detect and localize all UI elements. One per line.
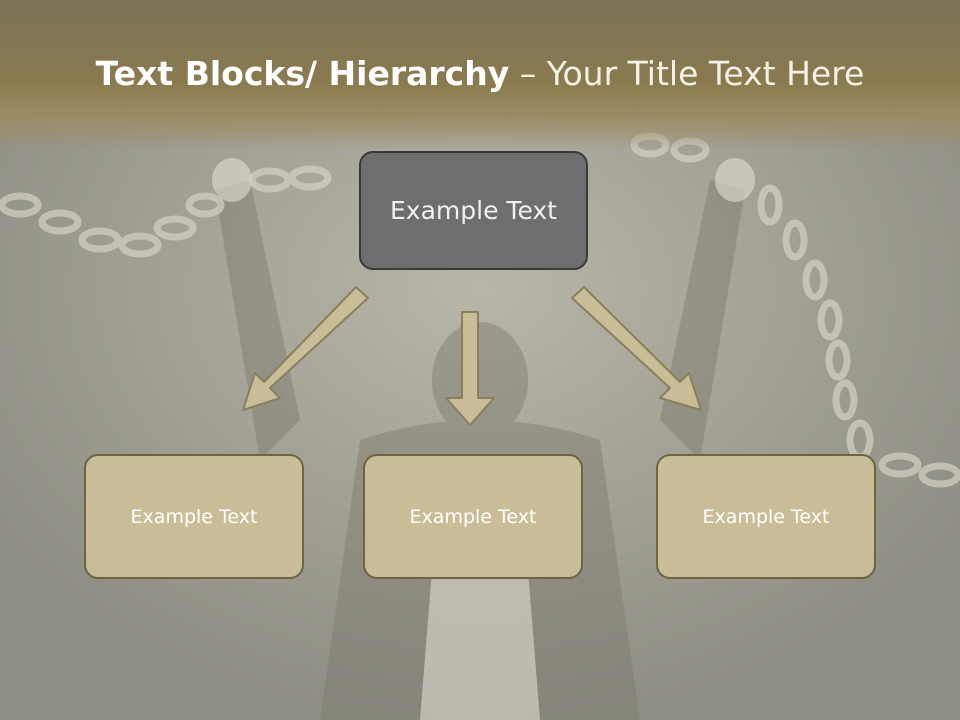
- arrow-right: [571, 286, 702, 411]
- child-box-left: Example Text: [84, 454, 304, 579]
- title-bar: [0, 0, 960, 150]
- child-box-text: Example Text: [130, 505, 258, 528]
- child-box-center: Example Text: [363, 454, 583, 579]
- arrow-left: [242, 286, 369, 411]
- title-rest: – Your Title Text Here: [509, 54, 865, 93]
- top-level-box: Example Text: [359, 151, 588, 270]
- slide-title: Text Blocks/ Hierarchy – Your Title Text…: [0, 54, 960, 93]
- child-box-text: Example Text: [702, 505, 830, 528]
- arrow-center: [445, 311, 495, 426]
- child-box-right: Example Text: [656, 454, 876, 579]
- title-bold: Text Blocks/ Hierarchy: [95, 54, 510, 93]
- top-box-text: Example Text: [390, 196, 557, 225]
- child-box-text: Example Text: [409, 505, 537, 528]
